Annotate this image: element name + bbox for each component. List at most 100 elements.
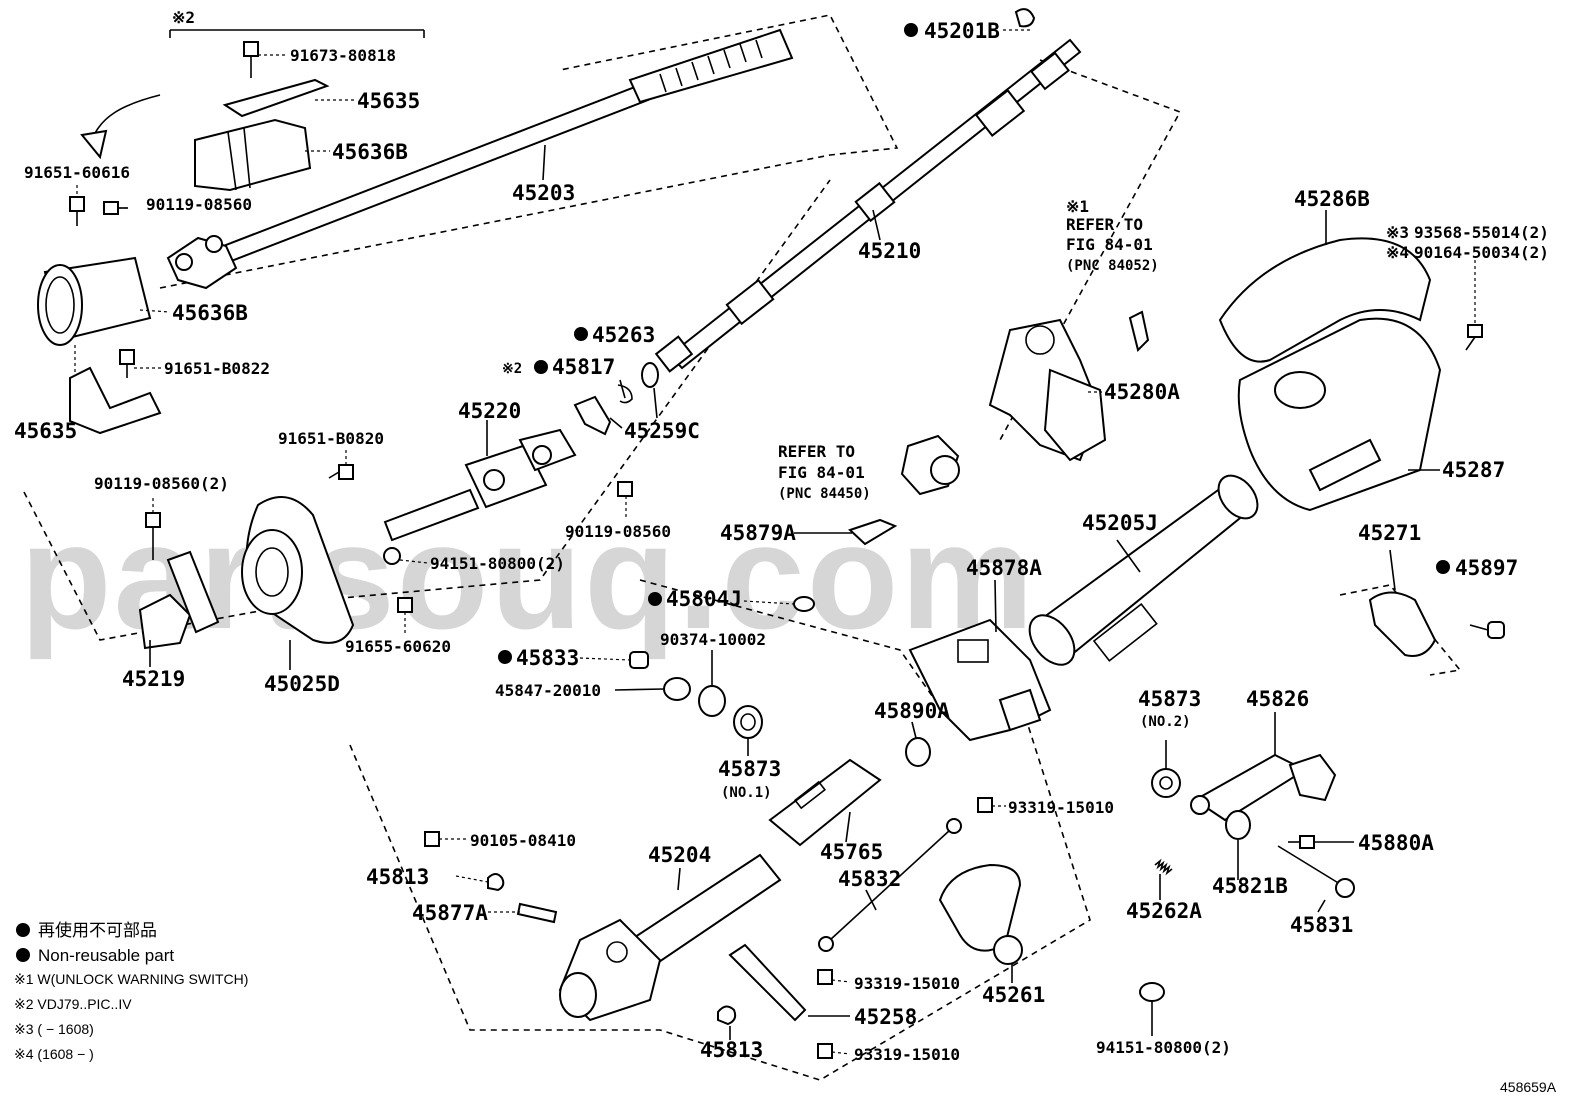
part-label-45817: 45817 <box>552 355 615 379</box>
part-label-45636B: 45636B <box>172 301 248 325</box>
group-outline-45271 <box>1339 584 1462 676</box>
ref2-line3: (PNC 84450) <box>778 486 871 502</box>
legend-note-2: ※2 VDJ79..PIC..IV <box>14 996 132 1012</box>
bracket-45219 <box>138 550 220 650</box>
legend-nonreusable-en: Non-reusable part <box>38 946 174 965</box>
part-label-45025D: 45025D <box>264 672 340 696</box>
group-outline-intermediate-shaft <box>159 14 899 289</box>
clip-45804J <box>793 596 815 612</box>
part-label-45263: 45263 <box>592 323 655 347</box>
part-label-45847-20010: 45847-20010 <box>495 681 601 700</box>
upper-cover-45286B <box>1218 237 1432 363</box>
bolt-icon <box>817 1043 833 1059</box>
part-label-45635: 45635 <box>357 89 420 113</box>
bushing-45873-no2 <box>1151 768 1181 798</box>
pin-45831 <box>1277 845 1355 898</box>
part-label-45765: 45765 <box>820 840 883 864</box>
lock-housing-45280A <box>988 318 1107 462</box>
nut-45833 <box>629 651 649 669</box>
bolt-icon <box>397 597 413 613</box>
note-mark-top: ※2 <box>172 8 195 27</box>
part-label-91651-B0820: 91651-B0820 <box>278 429 384 448</box>
part-label-45897: 45897 <box>1455 556 1518 580</box>
ref2-line2: FIG 84-01 <box>778 463 865 482</box>
part-label-45832: 45832 <box>838 867 901 891</box>
part-label-45831: 45831 <box>1290 913 1353 937</box>
universal-joint-45220 <box>383 428 577 542</box>
part-label-91655-60620: 91655-60620 <box>345 637 451 656</box>
part-label-45873: 45873 <box>718 757 781 781</box>
part-label-45804J: 45804J <box>666 587 742 611</box>
bracket-45271 <box>1368 591 1437 657</box>
ref1-line2: FIG 84-01 <box>1066 235 1153 254</box>
boot-45636B-lower <box>37 256 152 346</box>
part-label-45873-no2: (NO.2) <box>1140 714 1191 730</box>
part-label-45280A: 45280A <box>1104 380 1180 404</box>
dust-cover-45025D <box>241 496 355 644</box>
part-label-45271: 45271 <box>1358 521 1421 545</box>
switch-84052 <box>1128 310 1150 352</box>
part-label-90119-08560: 90119-08560 <box>146 195 252 214</box>
part-label-90164-50034: 90164-50034(2) <box>1414 243 1549 262</box>
part-label-45286B: 45286B <box>1294 187 1370 211</box>
column-tube-45204 <box>558 853 782 1022</box>
legend-note-4: ※4 (1608 − ) <box>14 1046 94 1062</box>
bolt-icon <box>617 481 633 497</box>
part-label-45210: 45210 <box>858 239 921 263</box>
intermediate-shaft-45203 <box>166 28 794 290</box>
part-label-93568-55014: 93568-55014(2) <box>1414 223 1549 242</box>
rotation-arrowhead <box>80 129 108 160</box>
legend: 再使用不可部品 Non-reusable part ※1 W(UNLOCK WA… <box>14 920 248 1062</box>
bracket-45635-upper <box>222 78 330 118</box>
part-label-45261: 45261 <box>982 983 1045 1007</box>
bolt-icon <box>1469 621 1505 639</box>
clip-45813-upper <box>487 873 505 892</box>
ref2-line1: REFER TO <box>778 442 855 461</box>
part-label-45817-note: ※2 <box>502 361 522 377</box>
part-label-90374-10002: 90374-10002 <box>660 630 766 649</box>
part-label-45873-no1: (NO.1) <box>721 785 772 801</box>
part-label-45636B: 45636B <box>332 140 408 164</box>
bushing-45890A <box>905 737 931 767</box>
bolt-icon <box>817 969 833 985</box>
part-label-45287: 45287 <box>1442 458 1505 482</box>
part-label-45635: 45635 <box>14 419 77 443</box>
part-label-45203: 45203 <box>512 181 575 205</box>
part-label-93319-15010: 93319-15010 <box>1008 798 1114 817</box>
part-label-94151-80800-2: 94151-80800(2) <box>430 554 565 573</box>
bolt-icon <box>145 512 161 560</box>
legend-note-3: ※3 ( − 1608) <box>14 1021 94 1037</box>
part-label-45826: 45826 <box>1246 687 1309 711</box>
part-label-45201B: 45201B <box>924 19 1000 43</box>
part-label-45877A: 45877A <box>412 901 488 925</box>
part-label-93319-15010: 93319-15010 <box>854 1045 960 1064</box>
plate-45817 <box>573 395 612 436</box>
part-label-45219: 45219 <box>122 667 185 691</box>
nut-icon <box>383 547 401 565</box>
bolt-icon <box>69 196 85 226</box>
lower-cover-45287 <box>1237 317 1442 512</box>
part-label-93319-15010: 93319-15010 <box>854 974 960 993</box>
snap-ring-45263 <box>617 384 633 404</box>
bracket-45635-lower <box>69 366 162 435</box>
snap-ring-45201B <box>1014 8 1036 28</box>
leader-lines <box>74 29 1476 1055</box>
bushing-45873-no1 <box>733 705 763 739</box>
bolt-icon <box>119 349 135 378</box>
part-label-91673-80818: 91673-80818 <box>290 46 396 65</box>
non-reusable-markers <box>16 23 1450 962</box>
part-label-90105-08410: 90105-08410 <box>470 831 576 850</box>
part-label-45259C: 45259C <box>624 419 700 443</box>
bolt-icon <box>977 797 993 813</box>
nut-94151-lower <box>1139 982 1165 1002</box>
ref1-line1: REFER TO <box>1066 215 1143 234</box>
main-shaft-45210 <box>654 38 1082 373</box>
part-label-45833: 45833 <box>516 646 579 670</box>
part-label-45258: 45258 <box>854 1005 917 1029</box>
lever-45826 <box>1190 753 1337 822</box>
part-label-45204: 45204 <box>648 843 711 867</box>
column-tube-45205J <box>1028 474 1259 666</box>
key-cylinder-84450 <box>900 434 960 496</box>
washer-45847 <box>663 677 691 701</box>
